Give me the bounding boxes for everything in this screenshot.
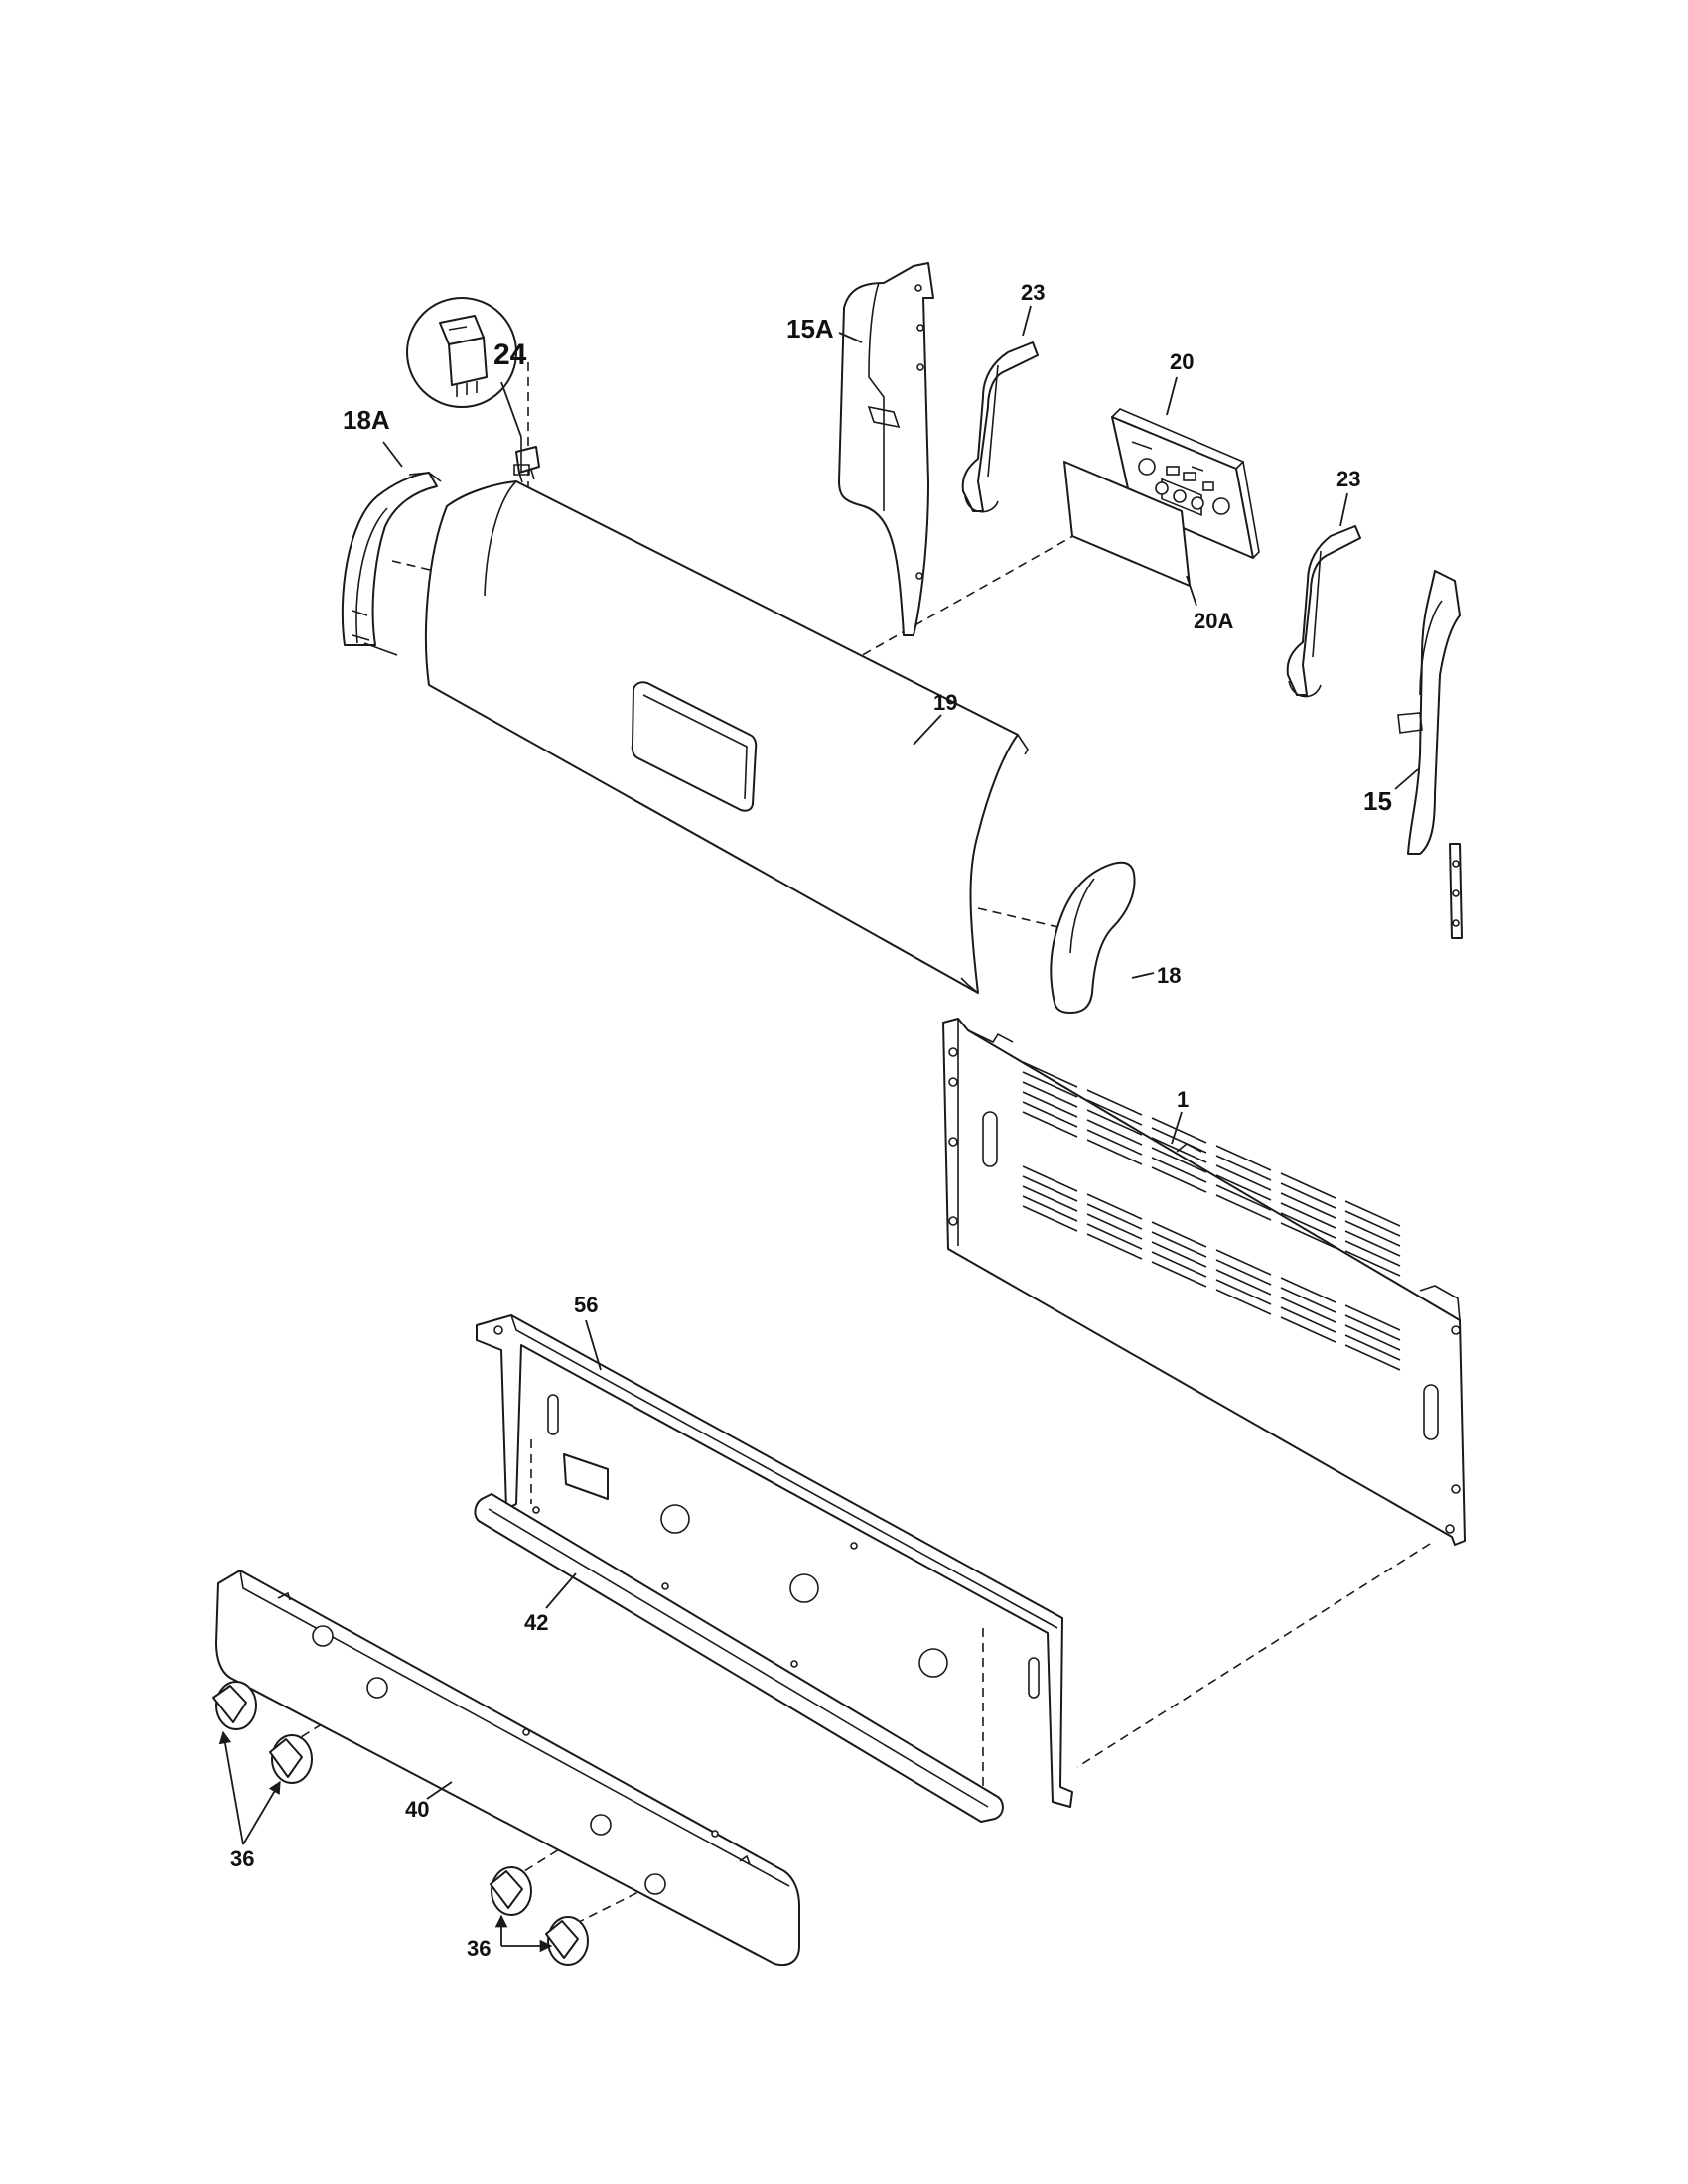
part-36-knobs [212,1681,589,1966]
callout-1: 1 [1177,1087,1189,1112]
callout-23-right: 23 [1336,467,1360,491]
part-15-right-bracket [1397,570,1463,939]
vent-slots-lower [1022,1165,1401,1371]
callout-18: 18 [1157,963,1181,988]
callout-15: 15 [1363,786,1392,816]
vent-slots-upper [1022,1061,1401,1277]
part-20-control-board [1063,408,1260,587]
part-15a-left-bracket [838,262,934,636]
callout-24: 24 [493,339,527,371]
callout-36-left: 36 [230,1846,254,1871]
callout-20: 20 [1170,349,1194,374]
part-18a-left-endcap [341,472,442,656]
part-56-support-bracket [476,1314,1073,1808]
callout-labels: 18A 24 15A 23 20 20A 23 15 19 18 1 56 42… [230,280,1392,1961]
callout-19: 19 [933,690,957,715]
part-19-backguard-panel [425,437,1029,994]
callout-40: 40 [405,1797,429,1822]
knob-4 [545,1916,589,1966]
part-24-rocker-switch [406,297,540,483]
part-1-vented-panel [942,1018,1466,1546]
part-18-right-endcap [1050,861,1136,1014]
callout-56: 56 [574,1293,598,1317]
callout-42: 42 [524,1610,548,1635]
callout-20a: 20A [1194,609,1233,633]
part-40-control-panel [215,1570,800,1966]
callout-15a: 15A [786,314,834,343]
callout-23-left: 23 [1021,280,1045,305]
callout-18a: 18A [343,405,390,435]
part-23-left-clip [961,341,1039,513]
knob-1 [212,1681,257,1730]
callout-leader-lines [218,305,1419,1953]
callout-36-right: 36 [467,1936,491,1961]
knob-2 [269,1734,313,1784]
part-42-trim-strip [474,1493,1004,1823]
part-23-right-clip [1286,525,1361,698]
knob-3 [490,1866,532,1916]
